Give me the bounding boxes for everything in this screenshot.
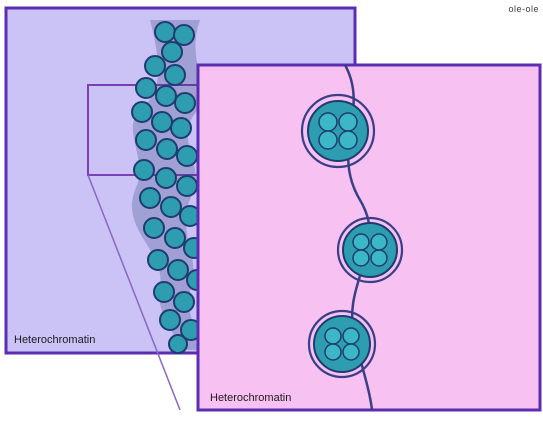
nucleosome (148, 250, 168, 270)
right-panel-label: Heterochromatin (210, 392, 291, 404)
nucleosome-cluster-icon (338, 218, 402, 282)
nucleosome-cluster-icon (302, 95, 374, 167)
nucleosome (160, 310, 180, 330)
nucleosome (177, 146, 197, 166)
nucleosome (152, 112, 172, 132)
nucleosome (145, 56, 165, 76)
nucleosome (168, 260, 188, 280)
nucleosome (174, 25, 194, 45)
nucleosome (177, 176, 197, 196)
nucleosome (132, 102, 152, 122)
corner-label: ole-ole (508, 4, 539, 14)
nucleosome (136, 130, 156, 150)
nucleosome (161, 197, 181, 217)
nucleosome (156, 168, 176, 188)
nucleosome (156, 86, 176, 106)
nucleosome (144, 218, 164, 238)
nucleosome (154, 282, 174, 302)
nucleosome (175, 93, 195, 113)
nucleosome (169, 335, 187, 353)
nucleosome (162, 42, 182, 62)
nucleosome (140, 188, 160, 208)
nucleosome (136, 78, 156, 98)
nucleosome (155, 22, 175, 42)
nucleosome (157, 139, 177, 159)
nucleosome-cluster-icon (309, 311, 375, 377)
nucleosome (171, 118, 191, 138)
nucleosome (165, 65, 185, 85)
nucleosome (134, 160, 154, 180)
nucleosome (174, 292, 194, 312)
nucleosome (165, 228, 185, 248)
left-panel-label: Heterochromatin (14, 334, 95, 346)
